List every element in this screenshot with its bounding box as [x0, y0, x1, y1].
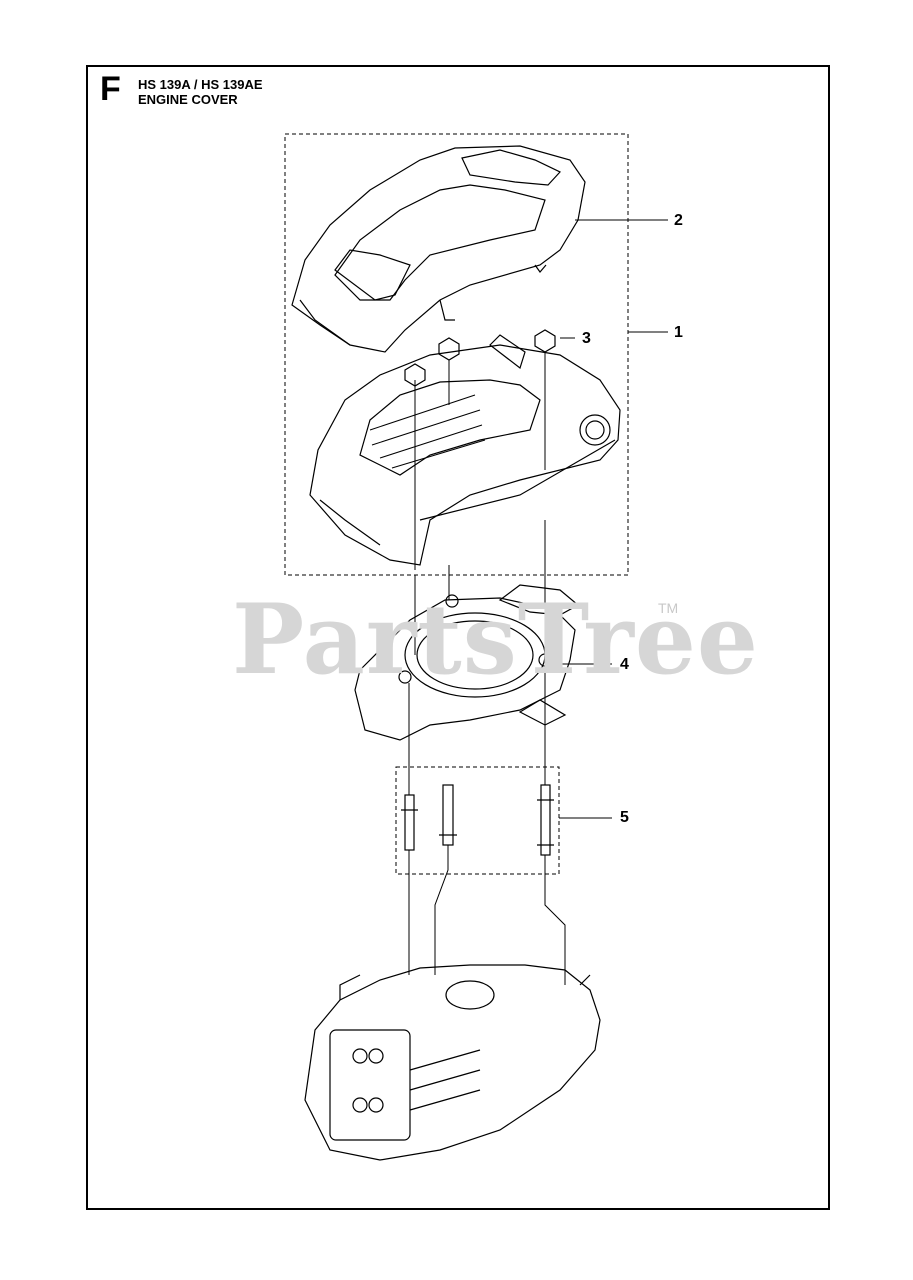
- callout-5: 5: [620, 809, 629, 826]
- trademark-symbol: TM: [658, 600, 679, 616]
- callout-2: 2: [674, 212, 683, 229]
- callout-leader-lines: [559, 219, 668, 819]
- top-cover-part: [291, 145, 586, 353]
- assembly-alignment-lines: [408, 352, 566, 985]
- watermark-text: PartsTree: [232, 583, 759, 696]
- engine-cover-part: [309, 334, 621, 566]
- group-box-1: [284, 133, 629, 576]
- callout-4: 4: [620, 656, 629, 673]
- assembly-title: ENGINE COVER: [138, 92, 238, 107]
- section-letter: F: [100, 70, 121, 108]
- group-box-5: [395, 766, 560, 875]
- callout-3: 3: [582, 330, 591, 347]
- engine-block-part: [304, 964, 601, 1161]
- diagram-frame: [86, 65, 830, 1210]
- stud-parts: [401, 784, 554, 856]
- model-title: HS 139A / HS 139AE: [138, 77, 263, 92]
- callout-1: 1: [674, 324, 683, 341]
- nut-parts: [404, 329, 556, 387]
